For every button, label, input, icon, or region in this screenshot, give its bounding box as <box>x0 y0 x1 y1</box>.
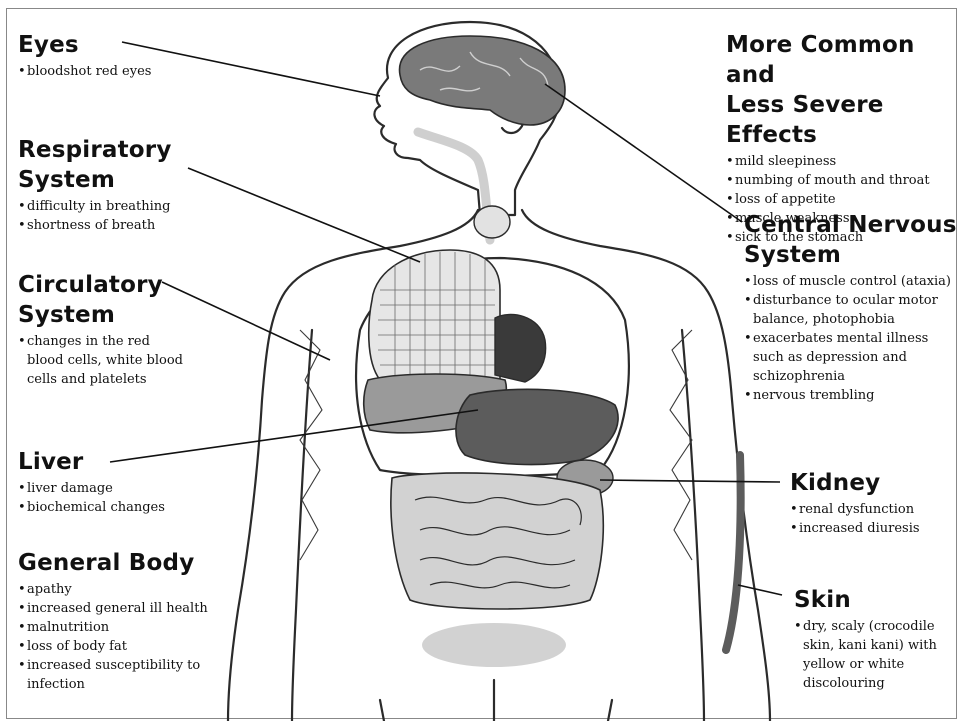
heart <box>495 314 546 382</box>
central-nervous-item: loss of muscle control (ataxia) <box>744 272 958 291</box>
general-body-list: apathy increased general ill health maln… <box>18 580 218 694</box>
intestines <box>391 473 603 609</box>
central-nervous-block: Central Nervous System loss of muscle co… <box>744 210 958 405</box>
respiratory-item: difficulty in breathing <box>18 197 218 216</box>
eyes-leader-line <box>122 42 380 96</box>
common-leader-line <box>545 84 742 222</box>
common-effects-item: loss of appetite <box>726 190 958 209</box>
eyes-title: Eyes <box>18 30 151 60</box>
kidney-list: renal dysfunction increased diuresis <box>790 500 958 538</box>
general-body-item: increased general ill health <box>18 599 218 618</box>
eyes-block: Eyes bloodshot red eyes <box>18 30 151 81</box>
circulatory-list: changes in the red blood cells, white bl… <box>18 332 188 389</box>
kidney-item: increased diuresis <box>790 519 958 538</box>
general-body-title: General Body <box>18 548 218 578</box>
circulatory-title-line2: System <box>18 300 188 330</box>
general-body-item: malnutrition <box>18 618 218 637</box>
skin-list: dry, scaly (crocodile skin, kani kani) w… <box>794 617 958 693</box>
kidney-item: renal dysfunction <box>790 500 958 519</box>
skin-block: Skin dry, scaly (crocodile skin, kani ka… <box>794 585 958 693</box>
respiratory-leader-line <box>188 168 420 262</box>
stomach <box>456 389 618 464</box>
general-body-item: loss of body fat <box>18 637 218 656</box>
general-body-item: increased susceptibility to infection <box>18 656 218 694</box>
common-effects-item: numbing of mouth and throat <box>726 171 958 190</box>
eyes-item: bloodshot red eyes <box>18 62 151 81</box>
central-nervous-list: loss of muscle control (ataxia) disturba… <box>744 272 958 405</box>
central-nervous-title-line2: System <box>744 240 958 270</box>
respiratory-block: Respiratory System difficulty in breathi… <box>18 135 218 235</box>
kidney-leader-line <box>600 480 780 482</box>
skin-band <box>726 455 741 650</box>
central-nervous-item: nervous trembling <box>744 386 958 405</box>
skin-leader-line <box>738 585 782 595</box>
respiratory-list: difficulty in breathing shortness of bre… <box>18 197 218 235</box>
kidney-title: Kidney <box>790 468 958 498</box>
respiratory-item: shortness of breath <box>18 216 218 235</box>
common-effects-title-line2: Less Severe Effects <box>726 90 958 150</box>
kidney-block: Kidney renal dysfunction increased diure… <box>790 468 958 538</box>
eyes-list: bloodshot red eyes <box>18 62 151 81</box>
liver-title: Liver <box>18 447 218 477</box>
general-body-item: apathy <box>18 580 218 599</box>
general-body-block: General Body apathy increased general il… <box>18 548 218 694</box>
lung <box>369 250 500 388</box>
respiratory-title-line1: Respiratory <box>18 135 218 165</box>
skin-item: dry, scaly (crocodile skin, kani kani) w… <box>794 617 958 693</box>
respiratory-title-line2: System <box>18 165 218 195</box>
central-nervous-item: exacerbates mental illness such as depre… <box>744 329 958 386</box>
skin-title: Skin <box>794 585 958 615</box>
liver-item: biochemical changes <box>18 498 218 517</box>
central-nervous-item: disturbance to ocular motor balance, pho… <box>744 291 958 329</box>
liver-item: liver damage <box>18 479 218 498</box>
circulatory-item: changes in the red blood cells, white bl… <box>18 332 188 389</box>
common-effects-item: mild sleepiness <box>726 152 958 171</box>
circulatory-block: Circulatory System changes in the red bl… <box>18 270 188 389</box>
liver-list: liver damage biochemical changes <box>18 479 218 517</box>
brain <box>400 36 565 125</box>
circulatory-title-line1: Circulatory <box>18 270 188 300</box>
thyroid <box>474 206 510 238</box>
liver-block: Liver liver damage biochemical changes <box>18 447 218 517</box>
common-effects-title-line1: More Common and <box>726 30 958 90</box>
pelvis <box>422 623 566 667</box>
central-nervous-title-line1: Central Nervous <box>744 210 958 240</box>
